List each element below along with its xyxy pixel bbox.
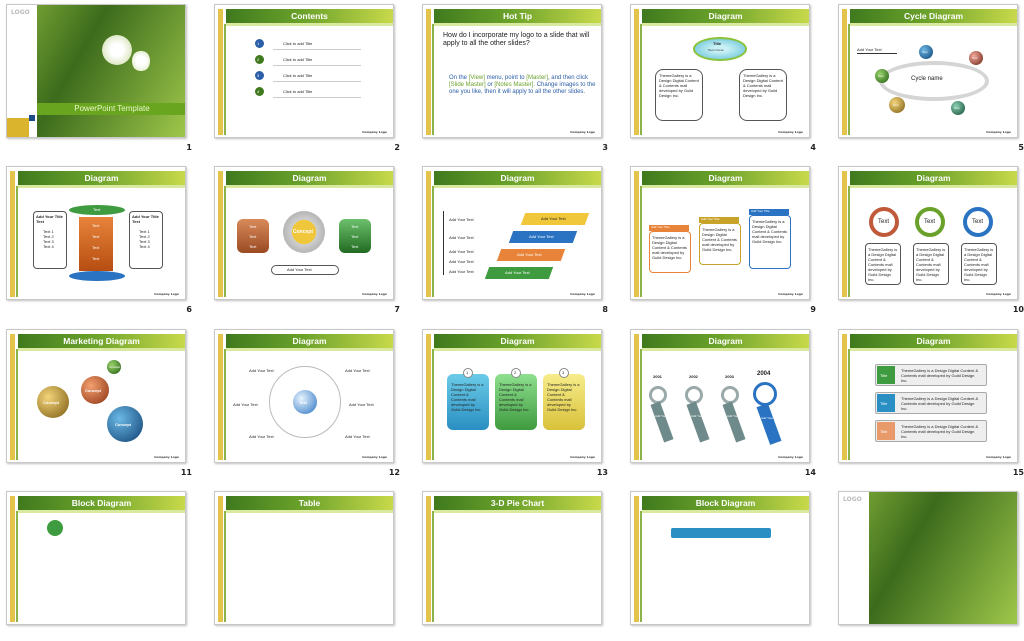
- contents-item: Click to add Title: [283, 89, 313, 94]
- slide-14: Diagram 2001 2002 2003 2004 Add Your Tex…: [630, 329, 810, 463]
- slide-7: Diagram Text Text Text Concept Text Text…: [214, 166, 394, 300]
- logo-text: LOGO: [843, 496, 862, 503]
- slide-thumb-19[interactable]: Block Diagram: [630, 491, 810, 641]
- flower-image: [102, 35, 132, 65]
- slide-thumb-16[interactable]: Block Diagram: [6, 491, 186, 641]
- slide-thumb-3[interactable]: Hot Tip How do I incorporate my logo to …: [422, 4, 608, 154]
- slide-title: Contents: [226, 9, 393, 23]
- slide-thumb-17[interactable]: Table: [214, 491, 394, 641]
- slide-thumb-6[interactable]: Diagram Add Your Title Text Text 1 Text …: [6, 166, 192, 316]
- contents-item: Click to add Title: [283, 57, 313, 62]
- tip-answer: On the [View] menu, point to [Master], a…: [449, 75, 596, 95]
- slide-thumb-9[interactable]: Diagram Add Your Title ThemeGallery is a…: [630, 166, 816, 316]
- slide-16: Block Diagram: [6, 491, 186, 625]
- slide-thumb-8[interactable]: Diagram Add Your Text Add Your Text Add …: [422, 166, 608, 316]
- slide-15: Diagram Title ThemeGallery is a Design D…: [838, 329, 1018, 463]
- slide-thumb-11[interactable]: Marketing Diagram Concept Concept Concep…: [6, 329, 192, 479]
- slide-19: Block Diagram: [630, 491, 810, 625]
- slide-thumb-2[interactable]: Contents 1 Click to add Title 2 Click to…: [214, 4, 400, 154]
- slide-thumb-5[interactable]: Cycle Diagram Add Your Text Cycle name T…: [838, 4, 1024, 154]
- slide-9: Diagram Add Your Title ThemeGallery is a…: [630, 166, 810, 300]
- slide-20: LOGO: [838, 491, 1018, 625]
- flower-image: [132, 50, 150, 72]
- slide-thumb-4[interactable]: Diagram Title Text in here ThemeGallery …: [630, 4, 816, 154]
- slide-8: Diagram Add Your Text Add Your Text Add …: [422, 166, 602, 300]
- slide-1: LOGO PowerPoint Template: [6, 4, 186, 138]
- tip-question: How do I incorporate my logo to a slide …: [443, 32, 590, 47]
- slide-thumb-12[interactable]: Diagram Text Add Your Text Add Your Text…: [214, 329, 400, 479]
- contents-item: Click to add Title: [283, 41, 313, 46]
- template-title: PowerPoint Template: [37, 103, 185, 115]
- blue-square: [29, 115, 35, 121]
- slide-thumb-7[interactable]: Diagram Text Text Text Concept Text Text…: [214, 166, 400, 316]
- yellow-block: [7, 118, 29, 137]
- slide-3: Hot Tip How do I incorporate my logo to …: [422, 4, 602, 138]
- slide-thumb-14[interactable]: Diagram 2001 2002 2003 2004 Add Your Tex…: [630, 329, 816, 479]
- slide-number: 1: [186, 143, 192, 152]
- slide-thumb-13[interactable]: Diagram 1 ThemeGallery is a Design Digit…: [422, 329, 608, 479]
- slide-13: Diagram 1 ThemeGallery is a Design Digit…: [422, 329, 602, 463]
- contents-item: Click to add Title: [283, 73, 313, 78]
- slide-5: Cycle Diagram Add Your Text Cycle name T…: [838, 4, 1018, 138]
- slide-18: 3-D Pie Chart: [422, 491, 602, 625]
- slide-10: Diagram Text Text Text ThemeGallery is a…: [838, 166, 1018, 300]
- slide-17: Table: [214, 491, 394, 625]
- slide-thumb-10[interactable]: Diagram Text Text Text ThemeGallery is a…: [838, 166, 1024, 316]
- slide-2: Contents 1 Click to add Title 2 Click to…: [214, 4, 394, 138]
- slide-thumb-15[interactable]: Diagram Title ThemeGallery is a Design D…: [838, 329, 1024, 479]
- slide-12: Diagram Text Add Your Text Add Your Text…: [214, 329, 394, 463]
- slide-6: Diagram Add Your Title Text Text 1 Text …: [6, 166, 186, 300]
- slide-thumb-20[interactable]: LOGO: [838, 491, 1018, 641]
- slide-thumb-18[interactable]: 3-D Pie Chart: [422, 491, 602, 641]
- logo-text: LOGO: [11, 9, 30, 16]
- slide-4: Diagram Title Text in here ThemeGallery …: [630, 4, 810, 138]
- slide-11: Marketing Diagram Concept Concept Concep…: [6, 329, 186, 463]
- slide-thumb-1[interactable]: LOGO PowerPoint Template 1: [6, 4, 192, 154]
